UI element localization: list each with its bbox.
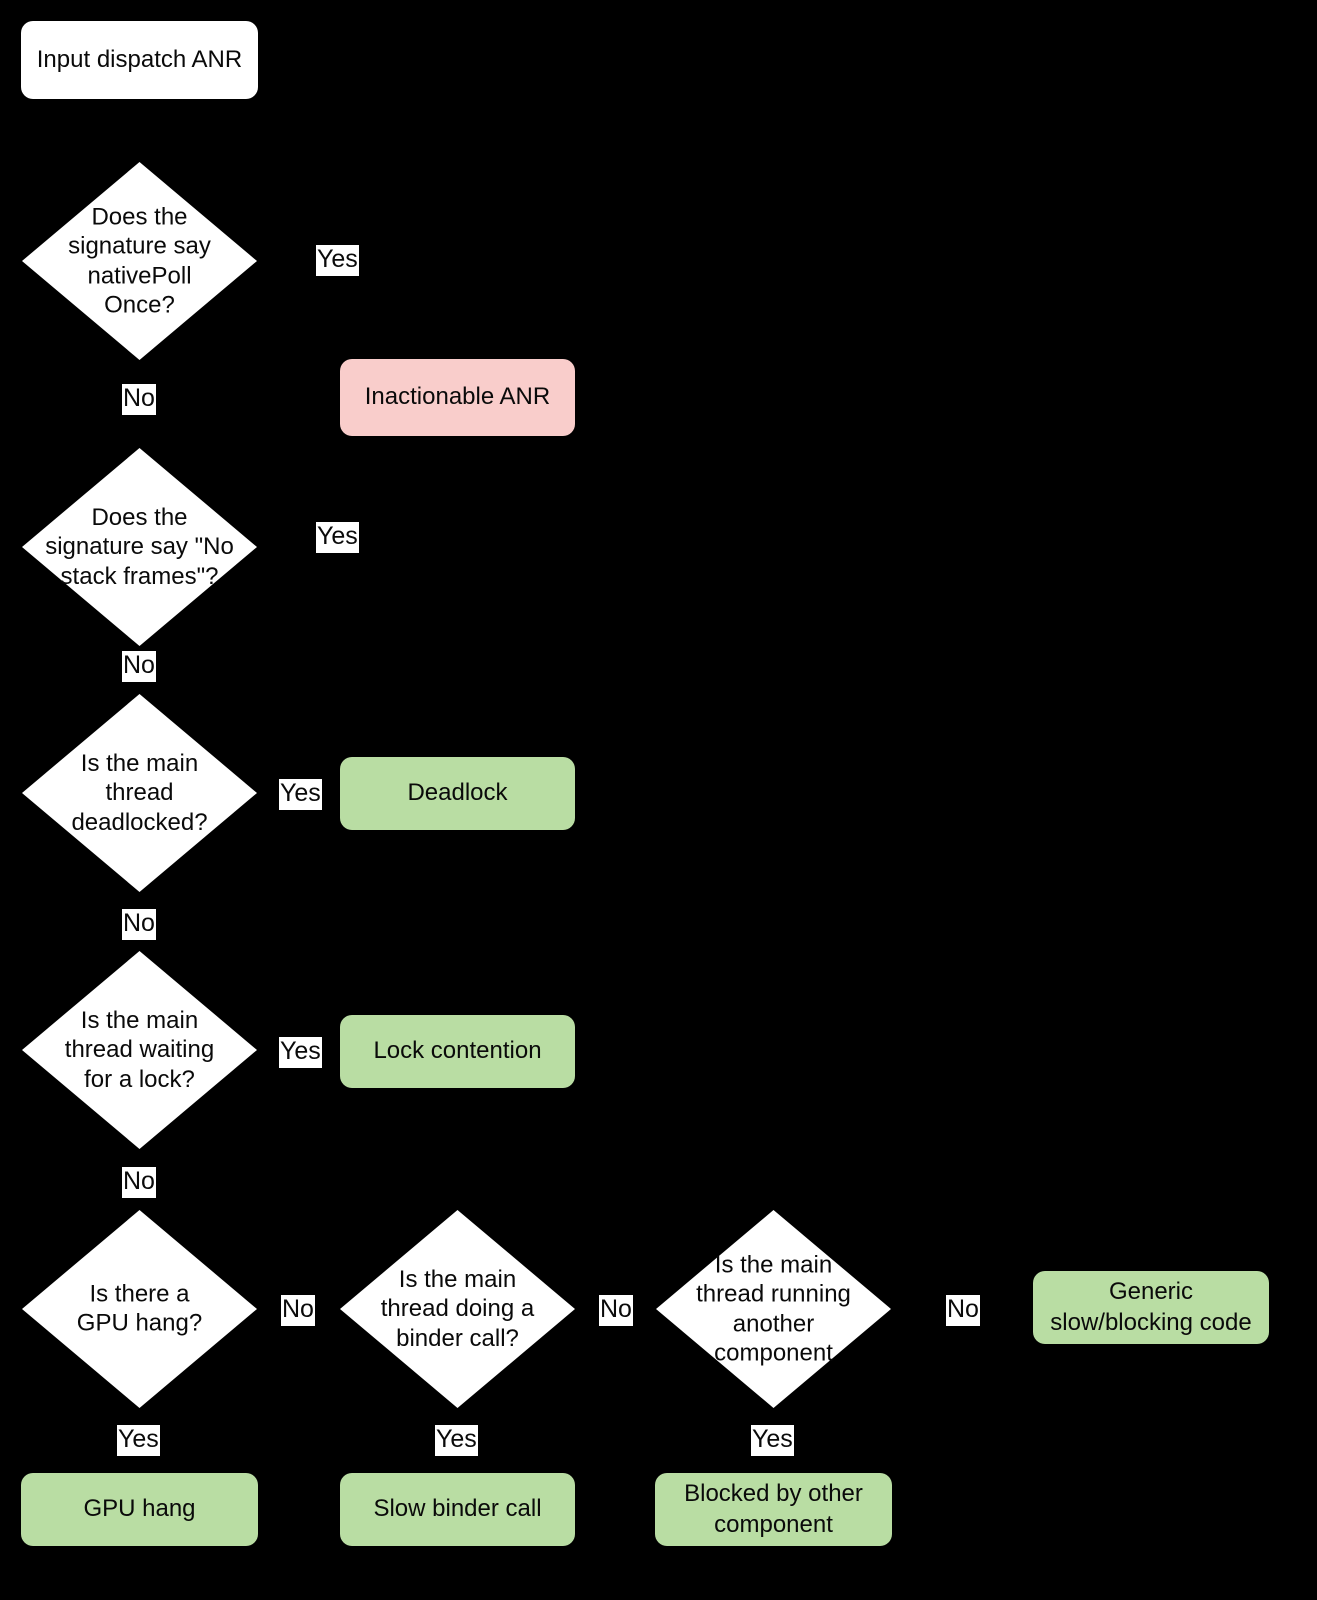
diamond-shape — [22, 951, 257, 1149]
edge-label-yes-nativepoll: Yes — [316, 245, 359, 276]
node-result-blocked-by-other-component[interactable]: Blocked by other component — [655, 1473, 892, 1546]
edge-label-yes-binder-call: Yes — [435, 1425, 478, 1456]
node-decision-gpu-hang[interactable]: Is there a GPU hang? — [22, 1210, 257, 1408]
edge-label-yes-deadlocked: Yes — [279, 779, 322, 810]
edge-label-yes-running-another-component: Yes — [751, 1425, 794, 1456]
edge-label-no-binder-call: No — [599, 1295, 633, 1326]
node-label: Blocked by other component — [684, 1479, 863, 1538]
node-inactionable-anr[interactable]: Inactionable ANR — [340, 359, 575, 436]
node-result-gpu-hang[interactable]: GPU hang — [21, 1473, 258, 1546]
node-start-input-dispatch-anr[interactable]: Input dispatch ANR — [21, 21, 258, 99]
diamond-shape — [22, 448, 257, 646]
connector-nostack-no — [137, 646, 141, 728]
diamond-shape — [22, 162, 257, 360]
node-result-slow-binder-call[interactable]: Slow binder call — [340, 1473, 575, 1546]
node-result-lock-contention[interactable]: Lock contention — [340, 1015, 575, 1088]
node-decision-waiting-for-lock[interactable]: Is the main thread waiting for a lock? — [22, 951, 257, 1149]
edge-label-no-deadlocked: No — [122, 909, 156, 940]
edge-label-no-no-stack-frames: No — [122, 651, 156, 682]
node-label: GPU hang — [83, 1495, 196, 1523]
edge-label-no-waiting-for-lock: No — [122, 1167, 156, 1198]
diamond-shape — [656, 1210, 891, 1408]
node-decision-running-another-component[interactable]: Is the main thread running another compo… — [656, 1210, 891, 1408]
node-label: Generic slow/blocking code — [1050, 1277, 1252, 1336]
edge-label-no-gpu-hang: No — [281, 1295, 315, 1326]
node-label: Deadlock — [407, 779, 508, 807]
diamond-shape — [22, 1210, 257, 1408]
node-label: Input dispatch ANR — [36, 45, 243, 73]
diamond-shape — [22, 694, 257, 892]
node-result-deadlock[interactable]: Deadlock — [340, 757, 575, 830]
node-decision-no-stack-frames[interactable]: Does the signature say "No stack frames"… — [22, 448, 257, 646]
node-label: Inactionable ANR — [364, 383, 551, 411]
edge-label-no-nativepoll: No — [122, 384, 156, 415]
edge-label-no-running-another-component: No — [946, 1295, 980, 1326]
node-label: Lock contention — [373, 1037, 542, 1065]
connector-start-to-nativepoll — [137, 98, 141, 164]
edge-label-yes-gpu-hang: Yes — [117, 1425, 160, 1456]
edge-label-yes-waiting-for-lock: Yes — [279, 1037, 322, 1068]
node-decision-binder-call[interactable]: Is the main thread doing a binder call? — [340, 1210, 575, 1408]
node-label: Slow binder call — [373, 1495, 542, 1523]
edge-label-yes-no-stack-frames: Yes — [316, 522, 359, 553]
node-result-generic-slow-blocking-code[interactable]: Generic slow/blocking code — [1033, 1271, 1269, 1344]
node-decision-main-thread-deadlocked[interactable]: Is the main thread deadlocked? — [22, 694, 257, 892]
diamond-shape — [340, 1210, 575, 1408]
node-decision-nativepoll-once[interactable]: Does the signature say nativePoll Once? — [22, 162, 257, 360]
